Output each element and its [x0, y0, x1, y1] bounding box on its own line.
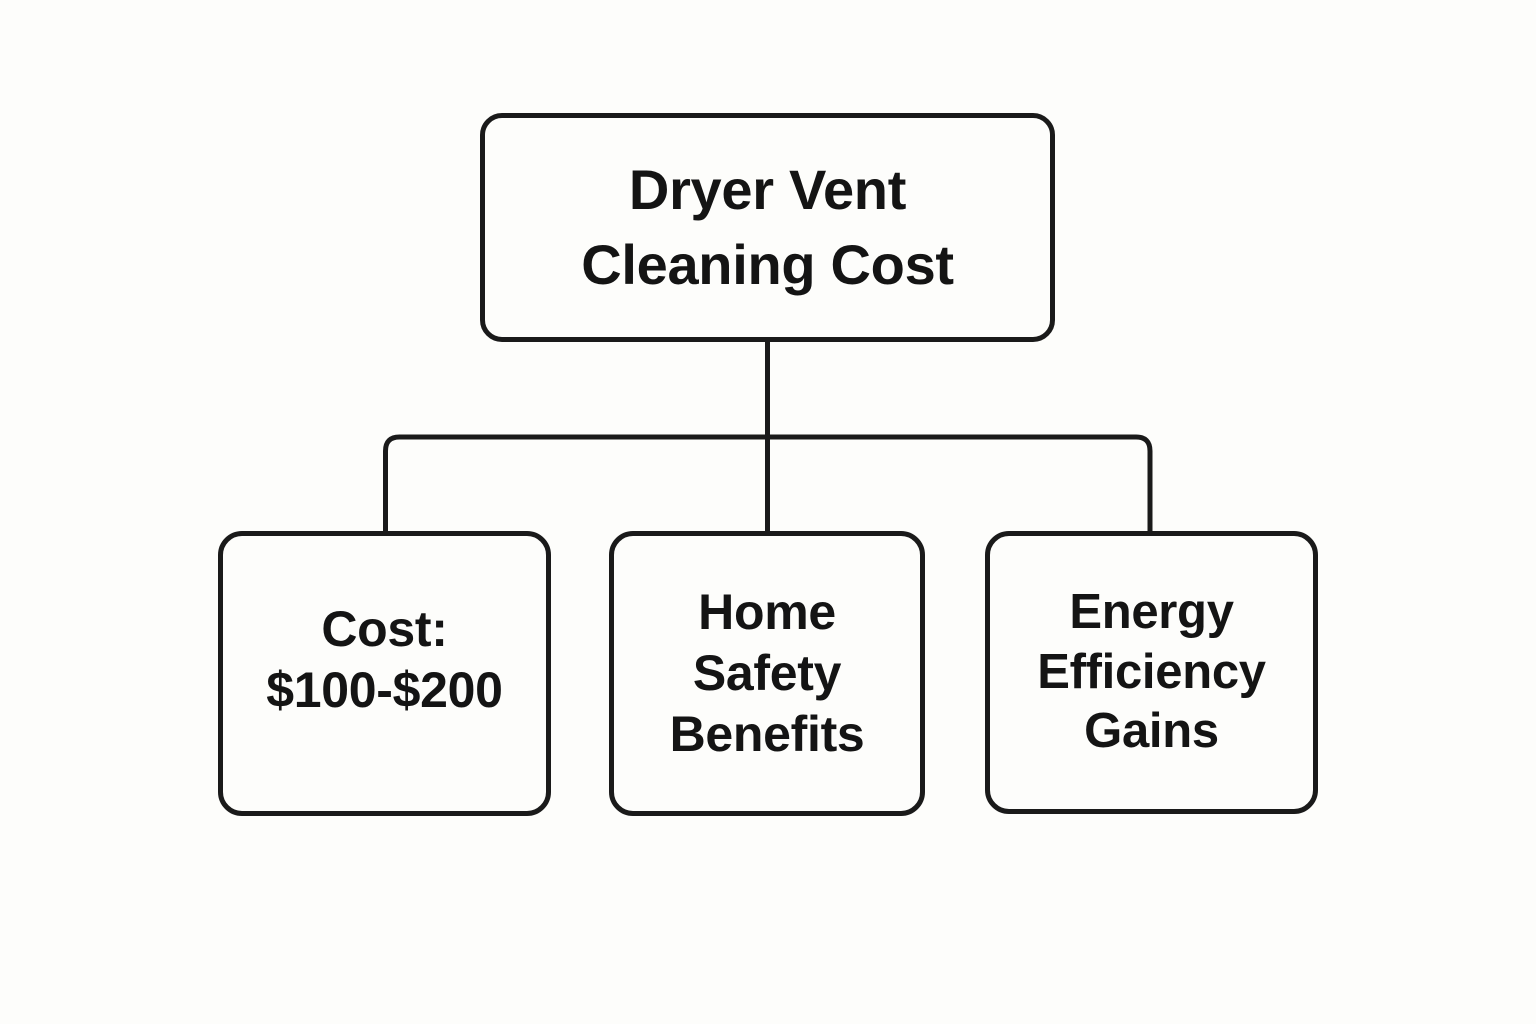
node-cost[interactable]: Cost: $100-$200 [218, 531, 551, 816]
node-energy-efficiency-gains[interactable]: Energy Efficiency Gains [985, 531, 1318, 814]
node-home-safety-benefits-label: Home Safety Benefits [669, 584, 865, 762]
node-cost-label: Cost: $100-$200 [266, 600, 503, 718]
node-home-safety-benefits[interactable]: Home Safety Benefits [609, 531, 925, 816]
connector-bus-bar [383, 434, 1153, 531]
node-root-label: Dryer Vent Cleaning Cost [581, 158, 954, 296]
node-energy-efficiency-gains-label: Energy Efficiency Gains [1037, 584, 1266, 759]
node-root[interactable]: Dryer Vent Cleaning Cost [480, 113, 1055, 342]
